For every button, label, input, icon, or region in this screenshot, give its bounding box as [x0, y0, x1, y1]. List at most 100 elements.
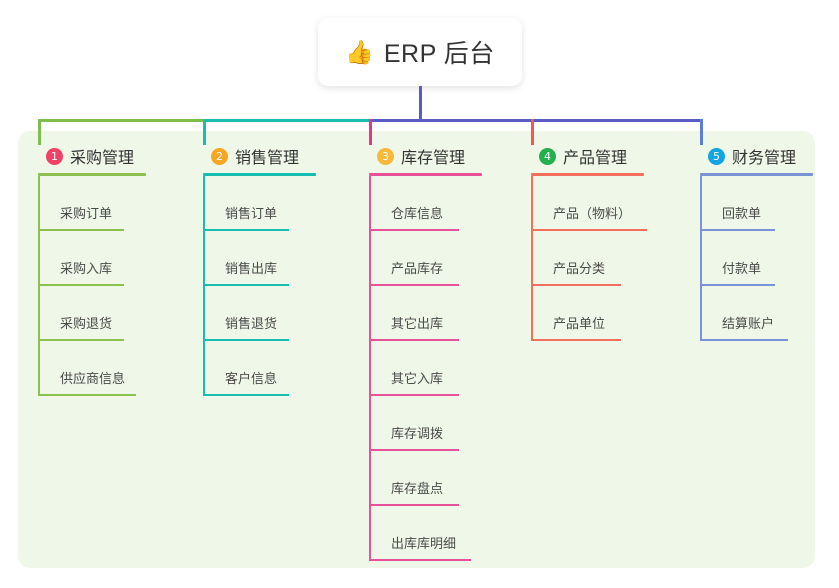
connector-drop-2	[203, 119, 206, 145]
list-item[interactable]: 产品单位	[531, 286, 644, 341]
list-item-label: 产品单位	[553, 316, 606, 331]
root-node-erp-backend[interactable]: 👍 ERP 后台	[318, 18, 522, 86]
connector-drop-3	[369, 119, 372, 145]
connector-bar-segment-3	[369, 119, 703, 122]
list-item-rule	[369, 504, 459, 506]
list-item-label: 销售订单	[225, 206, 278, 221]
column-rail-5	[700, 176, 702, 341]
list-item-rule	[38, 339, 124, 341]
list-item-rule	[38, 229, 124, 231]
list-item-label: 其它出库	[391, 316, 444, 331]
column-rail-2	[203, 176, 205, 396]
column-items-5: 回款单付款单结算账户	[700, 176, 813, 341]
list-item-label: 产品分类	[553, 261, 606, 276]
column-badge-3: 3	[377, 147, 394, 165]
list-item-rule	[203, 284, 289, 286]
list-item[interactable]: 采购退货	[38, 286, 146, 341]
column-header-rule-2	[203, 173, 316, 176]
column-title-3: 库存管理	[401, 150, 466, 167]
column-title-1: 采购管理	[70, 150, 135, 167]
connector-bar-segment-1	[38, 119, 206, 122]
list-item[interactable]: 采购订单	[38, 176, 146, 231]
list-item-rule	[369, 284, 459, 286]
connector-drop-4	[531, 119, 534, 145]
list-item-label: 回款单	[722, 206, 762, 221]
list-item-rule	[203, 339, 289, 341]
list-item-label: 销售出库	[225, 261, 278, 276]
root-node-title: ERP 后台	[383, 40, 495, 68]
column-title-2: 销售管理	[235, 150, 300, 167]
column-header-rule-3	[369, 173, 482, 176]
list-item-label: 产品（物料）	[553, 206, 632, 221]
list-item-rule	[531, 339, 621, 341]
column-header-rule-5	[700, 173, 813, 176]
list-item-label: 产品库存	[391, 261, 444, 276]
list-item-label: 库存盘点	[391, 481, 444, 496]
connector-bar-segment-2	[203, 119, 372, 122]
list-item[interactable]: 采购入库	[38, 231, 146, 286]
connector-drop-1	[38, 119, 41, 145]
list-item-label: 出库库明细	[391, 536, 457, 551]
connector-root-stem	[419, 86, 422, 122]
thumbs-up-icon: 👍	[345, 38, 374, 65]
list-item-label: 仓库信息	[391, 206, 444, 221]
column-title-5: 财务管理	[732, 150, 797, 167]
list-item[interactable]: 销售订单	[203, 176, 316, 231]
list-item-label: 采购订单	[60, 206, 113, 221]
list-item[interactable]: 其它出库	[369, 286, 482, 341]
column-header-1[interactable]: 1 采购管理	[38, 145, 146, 167]
list-item[interactable]: 结算账户	[700, 286, 813, 341]
list-item[interactable]: 销售出库	[203, 231, 316, 286]
column-header-3[interactable]: 3 库存管理	[369, 145, 482, 167]
list-item[interactable]: 产品分类	[531, 231, 644, 286]
list-item-label: 结算账户	[722, 316, 775, 331]
list-item-rule	[531, 229, 647, 231]
list-item-label: 采购退货	[60, 316, 113, 331]
column-2: 2 销售管理销售订单销售出库销售退货客户信息	[203, 145, 316, 396]
list-item[interactable]: 付款单	[700, 231, 813, 286]
column-title-4: 产品管理	[563, 150, 628, 167]
column-badge-5: 5	[708, 147, 725, 165]
list-item-label: 销售退货	[225, 316, 278, 331]
list-item[interactable]: 销售退货	[203, 286, 316, 341]
column-header-rule-1	[38, 173, 146, 176]
connector-drop-5	[700, 119, 703, 145]
list-item-rule	[369, 449, 459, 451]
list-item[interactable]: 客户信息	[203, 341, 316, 396]
list-item-rule	[700, 284, 775, 286]
column-items-1: 采购订单采购入库采购退货供应商信息	[38, 176, 146, 396]
list-item[interactable]: 库存调拨	[369, 396, 482, 451]
column-rail-4	[531, 176, 533, 341]
list-item-label: 库存调拨	[391, 426, 444, 441]
column-header-2[interactable]: 2 销售管理	[203, 145, 316, 167]
list-item[interactable]: 其它入库	[369, 341, 482, 396]
column-rail-3	[369, 176, 371, 561]
column-badge-2: 2	[211, 147, 228, 165]
column-header-4[interactable]: 4 产品管理	[531, 145, 644, 167]
list-item-rule	[369, 559, 471, 561]
column-items-2: 销售订单销售出库销售退货客户信息	[203, 176, 316, 396]
diagram-panel	[18, 131, 815, 568]
column-4: 4 产品管理产品（物料） 产品分类产品单位	[531, 145, 647, 341]
column-5: 5 财务管理回款单付款单结算账户	[700, 145, 813, 341]
list-item-rule	[203, 229, 289, 231]
list-item-label: 其它入库	[391, 371, 444, 386]
column-3: 3 库存管理仓库信息产品库存其它出库其它入库库存调拨库存盘点出库库明细	[369, 145, 482, 561]
column-header-5[interactable]: 5 财务管理	[700, 145, 813, 167]
column-badge-1: 1	[46, 147, 63, 165]
list-item[interactable]: 产品库存	[369, 231, 482, 286]
list-item[interactable]: 回款单	[700, 176, 813, 231]
column-1: 1 采购管理采购订单采购入库采购退货供应商信息	[38, 145, 146, 396]
list-item[interactable]: 库存盘点	[369, 451, 482, 506]
list-item[interactable]: 出库库明细	[369, 506, 482, 561]
column-badge-4: 4	[539, 147, 556, 165]
list-item-label: 客户信息	[225, 371, 278, 386]
list-item[interactable]: 供应商信息	[38, 341, 146, 396]
column-header-rule-4	[531, 173, 644, 176]
list-item-rule	[700, 229, 775, 231]
list-item-label: 供应商信息	[60, 371, 126, 386]
list-item[interactable]: 产品（物料）	[531, 176, 647, 231]
column-items-3: 仓库信息产品库存其它出库其它入库库存调拨库存盘点出库库明细	[369, 176, 482, 561]
list-item-rule	[369, 339, 459, 341]
list-item[interactable]: 仓库信息	[369, 176, 482, 231]
